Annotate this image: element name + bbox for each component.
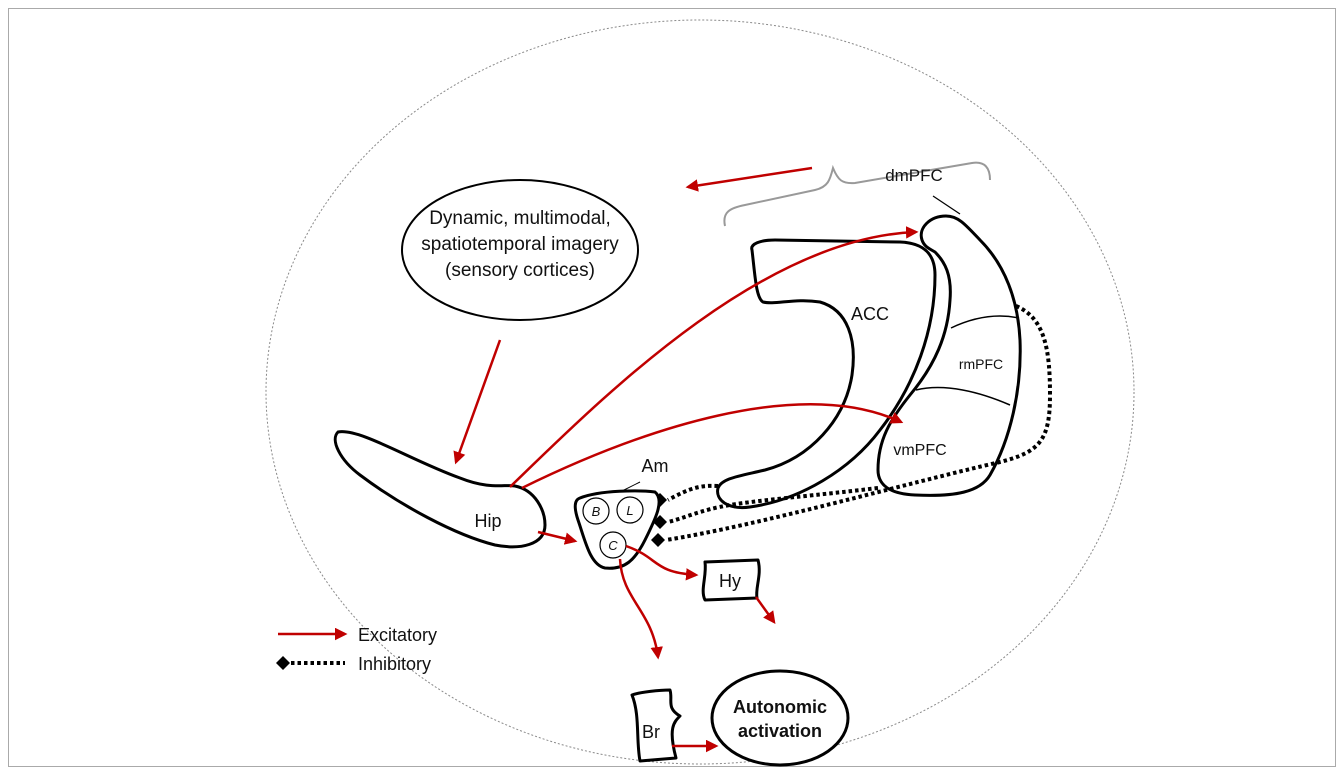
- am-central-nucleus: [599, 531, 627, 559]
- acc-region: [716, 238, 937, 510]
- legend-inhibitory-label: Inhibitory: [358, 654, 431, 674]
- arrow-hip-to-vmpfc: [521, 403, 904, 490]
- am-lateral-label: L: [626, 503, 633, 518]
- vmpfc-boundary: [915, 386, 1011, 406]
- vmpfc-label: vmPFC: [893, 442, 946, 459]
- hip-region: [333, 430, 547, 549]
- arrow-hip-to-dmpfc: [509, 226, 919, 488]
- dmpfc-leader-line: [932, 195, 961, 215]
- arrow-imagery-to-hip: [453, 339, 502, 465]
- br-label: Br: [642, 722, 660, 742]
- am-leader-line: [619, 481, 641, 493]
- arrow-hy-to-autonomic: [754, 596, 776, 625]
- hip-label: Hip: [474, 511, 501, 531]
- hy-label: Hy: [719, 571, 741, 591]
- arrow-am-to-br: [618, 558, 663, 660]
- autonomic-label-line1: Autonomic: [733, 697, 827, 717]
- am-central-label: C: [608, 538, 618, 553]
- dmpfc-label: dmPFC: [885, 166, 943, 185]
- imagery-label-line2: spatiotemporal imagery: [421, 234, 619, 255]
- autonomic-label-line2: activation: [738, 721, 822, 741]
- acc-label: ACC: [851, 304, 889, 324]
- rmpfc-label: rmPFC: [959, 356, 1003, 372]
- arrow-pfc-to-imagery: [685, 166, 813, 192]
- imagery-label-line1: Dynamic, multimodal,: [429, 208, 611, 229]
- legend-inhibitory-diamond: [276, 656, 290, 670]
- inhibit-acc-to-am: [667, 483, 719, 502]
- am-lateral-nucleus: [616, 496, 644, 524]
- am-basal-nucleus: [582, 497, 610, 525]
- brain-outline: [265, 19, 1135, 765]
- legend-excitatory-label: Excitatory: [358, 625, 437, 645]
- imagery-node: [401, 179, 639, 321]
- autonomic-node: [710, 669, 850, 767]
- br-region: [630, 688, 682, 763]
- arrow-hip-to-am: [537, 530, 578, 545]
- am-basal-label: B: [592, 504, 601, 519]
- figure-frame: [8, 8, 1336, 767]
- legend: Excitatory Inhibitory: [276, 625, 437, 674]
- imagery-label-line3: (sensory cortices): [445, 260, 595, 281]
- pfc-brace: [723, 161, 991, 227]
- arrow-am-to-hy: [625, 544, 699, 581]
- rmpfc-boundary: [950, 315, 1020, 329]
- pfc-region: [876, 214, 1022, 497]
- inhibit-diamond-rmpfc: [651, 533, 665, 547]
- am-label: Am: [642, 456, 669, 476]
